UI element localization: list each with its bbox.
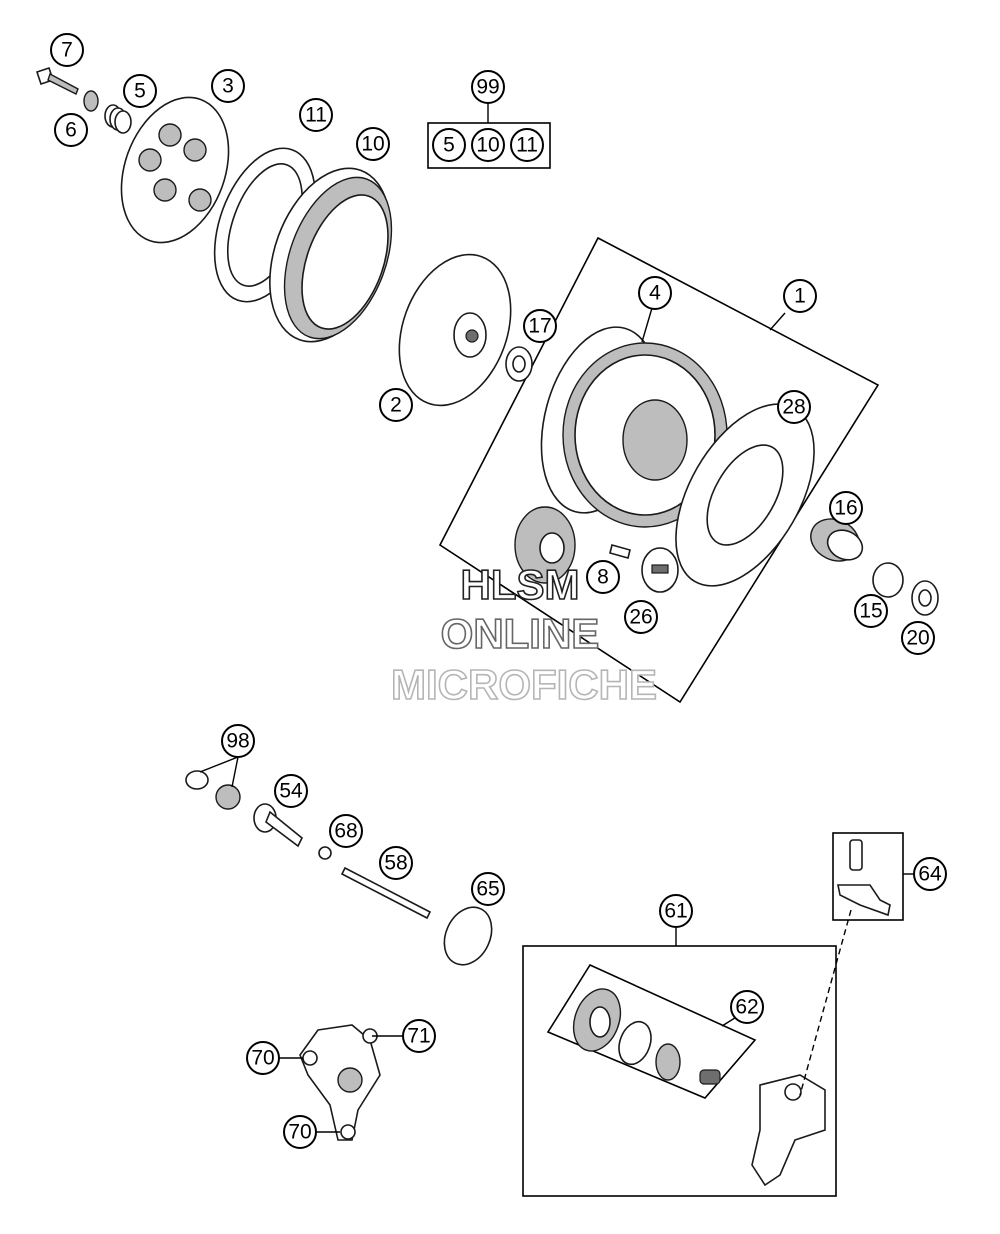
callout-20: 20 [901, 621, 935, 655]
leader-lines [199, 102, 914, 1133]
callout-58: 58 [379, 846, 413, 880]
washer-98-part [185, 770, 209, 790]
svg-text:5: 5 [443, 134, 455, 157]
svg-text:15: 15 [859, 600, 882, 623]
callout-10: 10 [356, 127, 390, 161]
lock-washer-98-part [215, 784, 241, 810]
svg-text:7: 7 [61, 39, 73, 62]
watermark-line-2: ONLINE [441, 610, 600, 657]
svg-text:98: 98 [226, 730, 249, 753]
callout-70-lower: 70 [283, 1115, 317, 1149]
svg-text:61: 61 [664, 900, 687, 923]
svg-text:11: 11 [516, 134, 538, 157]
callout-70-upper: 70 [246, 1041, 280, 1075]
spring-part [104, 104, 132, 134]
svg-text:70: 70 [251, 1047, 274, 1070]
callout-26: 26 [624, 600, 658, 634]
callout-6: 6 [54, 113, 88, 147]
callout-15: 15 [854, 594, 888, 628]
slave-piston-62-part [572, 988, 721, 1085]
pin-8-part [609, 544, 631, 559]
svg-text:71: 71 [407, 1025, 430, 1048]
clutch-basket-part [540, 326, 728, 528]
watermark: HLSM ONLINE MICROFICHE [390, 560, 658, 709]
watermark-line-1: HLSM [461, 561, 580, 608]
slave-cylinder-housing-part [751, 1074, 826, 1187]
svg-text:8: 8 [597, 566, 609, 589]
kit-callout-5: 5 [432, 128, 466, 162]
kit-callout-11: 11 [510, 128, 544, 162]
svg-text:26: 26 [629, 606, 652, 629]
washer-20-part [911, 580, 939, 616]
callout-99: 99 [471, 70, 505, 104]
piston-kit-frame [546, 963, 757, 1099]
svg-text:11: 11 [305, 104, 327, 127]
svg-text:2: 2 [390, 394, 402, 417]
o-ring-65-part [443, 906, 493, 966]
callout-62: 62 [730, 990, 764, 1024]
callout-68: 68 [329, 814, 363, 848]
svg-text:99: 99 [476, 76, 499, 99]
needle-bearing-16-part [810, 518, 864, 562]
svg-text:70: 70 [288, 1121, 311, 1144]
svg-text:64: 64 [918, 863, 942, 886]
cam-26-part [641, 547, 679, 593]
watermark-line-3: MICROFICHE [391, 661, 657, 708]
bushing-15-part [872, 562, 904, 598]
svg-text:16: 16 [834, 497, 857, 520]
svg-text:1: 1 [794, 285, 806, 308]
svg-text:5: 5 [134, 80, 146, 103]
callout-7: 7 [50, 33, 84, 67]
svg-text:54: 54 [279, 780, 303, 803]
kit-99-frame [427, 122, 551, 169]
ball-68-part [318, 846, 332, 860]
bleeder-valve-64-part [837, 839, 891, 917]
pressure-plate-part [120, 96, 230, 244]
callout-64: 64 [913, 857, 947, 891]
clutch-slave-cylinder-frame [522, 945, 837, 1197]
svg-text:10: 10 [476, 134, 499, 157]
svg-text:10: 10 [361, 133, 384, 156]
callout-11: 11 [299, 98, 333, 132]
svg-text:65: 65 [476, 878, 499, 901]
callout-61: 61 [659, 894, 693, 928]
pressure-piece-54-part [253, 803, 304, 848]
svg-text:6: 6 [65, 119, 77, 142]
washer-part [83, 90, 99, 112]
bleeder-kit-frame [832, 832, 904, 921]
svg-text:58: 58 [384, 852, 407, 875]
callout-3: 3 [211, 69, 245, 103]
steel-disc-stack-part [269, 167, 393, 343]
kit-callout-10: 10 [471, 128, 505, 162]
callout-16: 16 [829, 491, 863, 525]
clutch-basket-assembly-frame [438, 236, 880, 704]
svg-text:20: 20 [906, 627, 929, 650]
callout-98: 98 [221, 724, 255, 758]
gear-part [514, 506, 576, 584]
callout-28: 28 [777, 390, 811, 424]
svg-text:68: 68 [334, 820, 357, 843]
callout-17: 17 [523, 309, 557, 343]
thrust-washer-17-part [505, 346, 533, 382]
push-rod-58-part [340, 866, 432, 920]
svg-text:28: 28 [782, 396, 805, 419]
callout-1: 1 [783, 279, 817, 313]
bolt-part [35, 66, 79, 95]
svg-text:62: 62 [735, 996, 758, 1019]
inner-clutch-hub-part [398, 253, 512, 407]
svg-text:4: 4 [649, 282, 661, 305]
svg-text:3: 3 [222, 75, 234, 98]
callout-8: 8 [586, 560, 620, 594]
callout-54: 54 [274, 774, 308, 808]
callout-71: 71 [402, 1019, 436, 1053]
callout-2: 2 [379, 388, 413, 422]
cover-part [299, 1024, 381, 1141]
svg-text:17: 17 [528, 315, 551, 338]
callout-65: 65 [471, 872, 505, 906]
callout-4: 4 [638, 276, 672, 310]
callout-5: 5 [123, 74, 157, 108]
